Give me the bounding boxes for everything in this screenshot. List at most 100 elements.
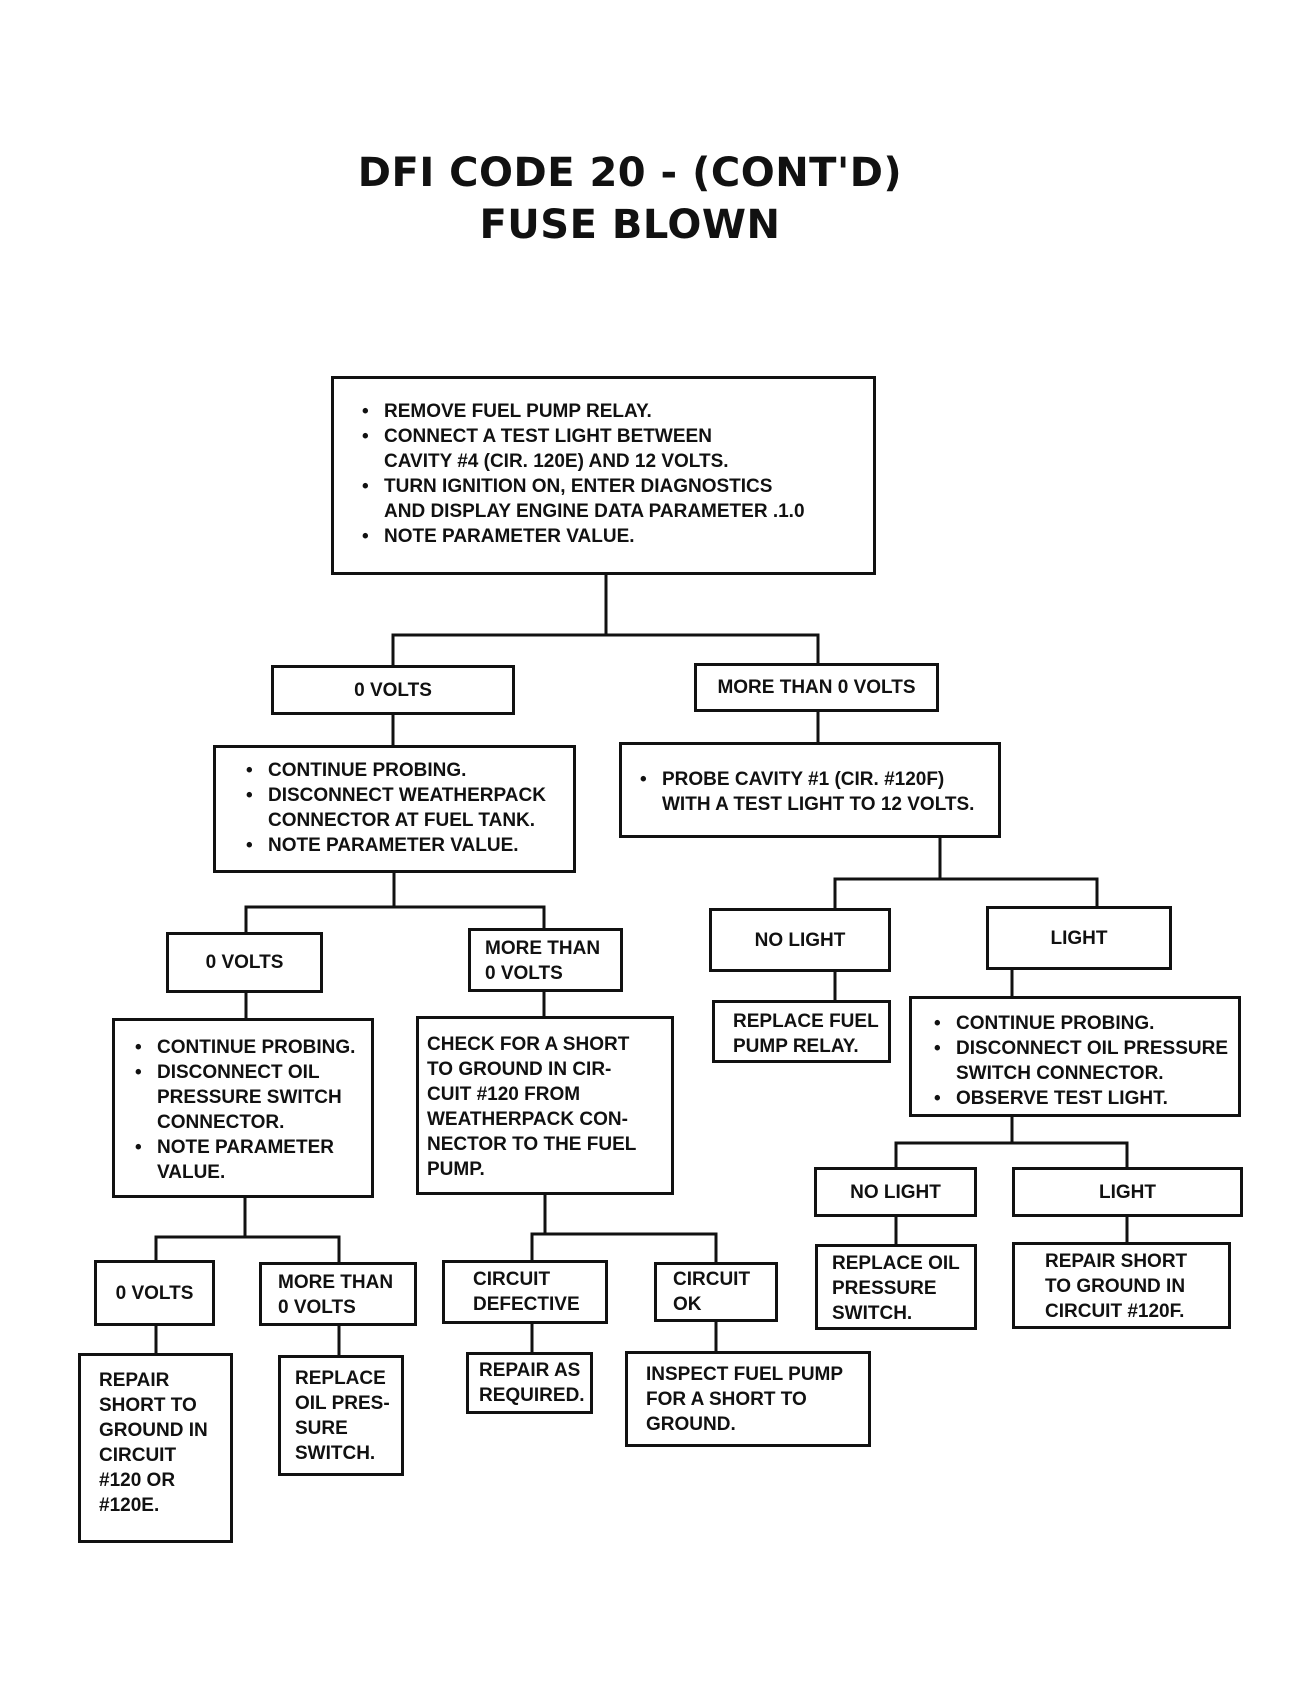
node-line: WEATHERPACK CON- — [427, 1109, 628, 1130]
no-light-node-2: NO LIGHT — [814, 1167, 977, 1217]
circuit-defective-node: CIRCUIT DEFECTIVE — [442, 1260, 608, 1324]
node-line: MORE THAN — [278, 1272, 394, 1293]
node-line: CIRCUIT — [473, 1269, 551, 1290]
bullet-item: CONNECT A TEST LIGHT BETWEEN CAVITY #4 (C… — [358, 424, 863, 474]
node-line: REPLACE OIL — [832, 1253, 960, 1274]
start-instructions-box: REMOVE FUEL PUMP RELAY.CONNECT A TEST LI… — [331, 376, 876, 575]
replace-oil-pressure-switch-2-box: REPLACE OIL PRES- SURE SWITCH. — [278, 1355, 404, 1476]
node-line: CIRCUIT — [673, 1269, 751, 1290]
repair-as-required-box: REPAIR AS REQUIRED. — [466, 1352, 593, 1414]
bullet-line: NOTE PARAMETER VALUE. — [268, 835, 519, 856]
node-line: SWITCH. — [832, 1303, 913, 1324]
node-line: PUMP RELAY. — [733, 1036, 859, 1057]
bullet-line: REMOVE FUEL PUMP RELAY. — [384, 401, 652, 422]
node-line: REPAIR SHORT — [1045, 1251, 1188, 1272]
node-line: DEFECTIVE — [473, 1294, 580, 1315]
bullet-item: NOTE PARAMETER VALUE. — [242, 833, 563, 858]
bullet-item: CONTINUE PROBING. — [131, 1035, 361, 1060]
bullet-line: CONTINUE PROBING. — [956, 1013, 1155, 1034]
more-than-zero-volts-node-1: MORE THAN 0 VOLTS — [694, 663, 939, 712]
node-line: SWITCH. — [295, 1443, 376, 1464]
zero-volts-node-1: 0 VOLTS — [271, 665, 515, 715]
bullet-line: CONNECT A TEST LIGHT BETWEEN — [384, 426, 712, 447]
node-line: GROUND. — [646, 1414, 736, 1435]
bullet-line: VALUE. — [157, 1162, 226, 1183]
node-line: GROUND IN — [99, 1420, 208, 1441]
connector — [894, 1141, 1129, 1167]
bullet-line: CAVITY #4 (CIR. 120E) AND 12 VOLTS. — [384, 451, 729, 472]
diagram-title: DFI CODE 20 - (CONT'D) — [357, 150, 903, 196]
connector — [244, 905, 546, 932]
connector — [530, 1232, 718, 1262]
connector — [154, 1235, 341, 1262]
bullet-item: DISCONNECT WEATHERPACK CONNECTOR AT FUEL … — [242, 783, 563, 833]
continue-probing-oil-param-list: CONTINUE PROBING.DISCONNECT OILPRESSURE … — [131, 1035, 361, 1185]
node-line: REPLACE — [295, 1368, 386, 1389]
bullet-item: CONTINUE PROBING. — [242, 758, 563, 783]
node-line: CHECK FOR A SHORT — [427, 1034, 630, 1055]
replace-fuel-pump-relay-box: REPLACE FUEL PUMP RELAY. — [712, 1000, 891, 1063]
bullet-line: PRESSURE SWITCH — [157, 1087, 342, 1108]
bullet-line: DISCONNECT WEATHERPACK — [268, 785, 546, 806]
node-line: REPAIR — [99, 1370, 170, 1391]
continue-probing-weatherpack-box: CONTINUE PROBING. DISCONNECT WEATHERPACK C… — [213, 745, 576, 873]
node-line: MORE THAN — [485, 938, 601, 959]
bullet-line: NOTE PARAMETER — [157, 1137, 334, 1158]
node-line: INSPECT FUEL PUMP — [646, 1364, 844, 1385]
node-line: REPAIR AS — [479, 1360, 581, 1381]
bullet-line: CONTINUE PROBING. — [157, 1037, 356, 1058]
bullet-item: REMOVE FUEL PUMP RELAY. — [358, 399, 863, 424]
node-line: OK — [673, 1294, 702, 1315]
continue-probing-weatherpack-list: CONTINUE PROBING. DISCONNECT WEATHERPACK C… — [242, 758, 563, 858]
node-line: PRESSURE — [832, 1278, 937, 1299]
probe-cavity-box: PROBE CAVITY #1 (CIR. #120F) WITH A TEST … — [619, 742, 1001, 838]
bullet-line: AND DISPLAY ENGINE DATA PARAMETER .1.0 — [384, 501, 805, 522]
node-line: OIL PRES- — [295, 1393, 390, 1414]
repair-short-circuit-120f-box: REPAIR SHORT TO GROUND IN CIRCUIT #120F. — [1012, 1242, 1231, 1329]
bullet-item: PROBE CAVITY #1 (CIR. #120F) WITH A TEST … — [636, 767, 988, 817]
node-line: 0 VOLTS — [485, 963, 563, 984]
no-light-node-1: NO LIGHT — [709, 908, 891, 972]
bullet-line: CONTINUE PROBING. — [268, 760, 467, 781]
check-short-circuit-120-box: CHECK FOR A SHORT TO GROUND IN CIR- CUIT… — [416, 1016, 674, 1195]
bullet-line: WITH A TEST LIGHT TO 12 VOLTS. — [662, 794, 975, 815]
node-line: #120 OR — [99, 1470, 176, 1491]
start-instructions-list: REMOVE FUEL PUMP RELAY.CONNECT A TEST LI… — [358, 399, 863, 549]
bullet-line: SWITCH CONNECTOR. — [956, 1063, 1164, 1084]
node-line: REQUIRED. — [479, 1385, 585, 1406]
more-than-zero-volts-node-3: MORE THAN 0 VOLTS — [259, 1262, 417, 1326]
light-node-2: LIGHT — [1012, 1167, 1243, 1217]
bullet-item: NOTE PARAMETER VALUE. — [131, 1135, 361, 1185]
node-line: FOR A SHORT TO — [646, 1389, 807, 1410]
node-line: SHORT TO — [99, 1395, 197, 1416]
connector — [833, 877, 1099, 908]
node-line: CIRCUIT #120F. — [1045, 1301, 1185, 1322]
bullet-item: TURN IGNITION ON, ENTER DIAGNOSTICS AND D… — [358, 474, 863, 524]
light-node-1: LIGHT — [986, 906, 1172, 970]
bullet-item: CONTINUE PROBING. — [930, 1011, 1228, 1036]
node-line: TO GROUND IN CIR- — [427, 1059, 612, 1080]
node-line: REPLACE FUEL — [733, 1011, 879, 1032]
zero-volts-node-3: 0 VOLTS — [94, 1260, 215, 1326]
bullet-line: PROBE CAVITY #1 (CIR. #120F) — [662, 769, 945, 790]
inspect-fuel-pump-box: INSPECT FUEL PUMP FOR A SHORT TO GROUND. — [625, 1351, 871, 1447]
node-line: NECTOR TO THE FUEL — [427, 1134, 637, 1155]
replace-oil-pressure-switch-box: REPLACE OIL PRESSURE SWITCH. — [815, 1244, 977, 1330]
node-line: 0 VOLTS — [278, 1297, 356, 1318]
bullet-line: CONNECTOR AT FUEL TANK. — [268, 810, 536, 831]
zero-volts-node-2: 0 VOLTS — [166, 932, 323, 993]
continue-probing-oil-light-list: CONTINUE PROBING.DISCONNECT OIL PRESSURE… — [930, 1011, 1228, 1111]
bullet-item: OBSERVE TEST LIGHT. — [930, 1086, 1228, 1111]
continue-probing-oil-light-box: CONTINUE PROBING.DISCONNECT OIL PRESSURE… — [909, 996, 1241, 1117]
continue-probing-oil-param-box: CONTINUE PROBING.DISCONNECT OILPRESSURE … — [112, 1018, 374, 1198]
node-line: SURE — [295, 1418, 348, 1439]
connector — [391, 633, 820, 665]
repair-short-circuit-120-120e-box: REPAIR SHORT TO GROUND IN CIRCUIT #120 O… — [78, 1353, 233, 1543]
node-line: #120E. — [99, 1495, 160, 1516]
probe-cavity-list: PROBE CAVITY #1 (CIR. #120F) WITH A TEST … — [636, 767, 988, 817]
more-than-zero-volts-node-2: MORE THAN 0 VOLTS — [468, 928, 623, 992]
bullet-line: TURN IGNITION ON, ENTER DIAGNOSTICS — [384, 476, 773, 497]
